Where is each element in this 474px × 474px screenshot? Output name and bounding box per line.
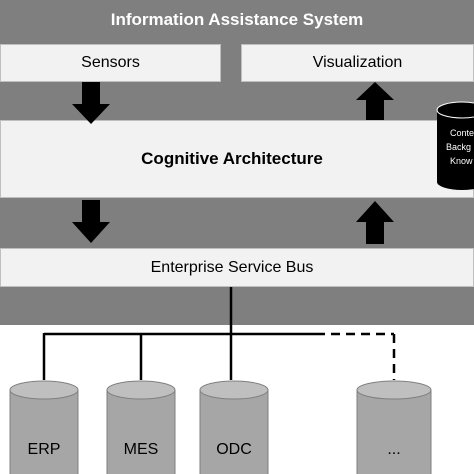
odc-label: ODC (216, 441, 252, 458)
knowledge-db-line-2: Backg (446, 142, 472, 152)
up-arrow-icon (356, 201, 394, 244)
system-header-band (0, 0, 474, 40)
odc-database-icon (199, 380, 269, 474)
down-arrow-icon (72, 200, 110, 243)
mes-label: MES (123, 441, 159, 458)
down-arrow-icon (72, 82, 110, 124)
erp-database-icon (9, 380, 79, 474)
erp-label: ERP (27, 441, 61, 458)
mes-database-icon (106, 380, 176, 474)
cognitive-architecture-label: Cognitive Architecture (141, 149, 323, 168)
bus-connectors (42, 287, 316, 380)
system-title: Information Assistance System (110, 10, 364, 29)
optional-connector-dashed (316, 332, 396, 380)
up-arrow-icon (356, 82, 394, 120)
visualization-box: Visualization (241, 44, 474, 82)
bus-lower-band (0, 287, 474, 325)
cognitive-architecture-box: Cognitive Architecture (0, 120, 474, 198)
other-database-icon (356, 380, 432, 474)
knowledge-database-icon (436, 101, 474, 190)
sensors-box: Sensors (0, 44, 221, 82)
enterprise-service-bus-box: Enterprise Service Bus (0, 248, 474, 287)
other-systems-label: ... (387, 441, 401, 458)
knowledge-db-line-1: Conte (450, 128, 474, 138)
sensors-label: Sensors (81, 54, 140, 71)
visualization-label: Visualization (312, 54, 403, 71)
knowledge-db-line-3: Know (450, 156, 473, 166)
enterprise-service-bus-label: Enterprise Service Bus (150, 258, 314, 276)
